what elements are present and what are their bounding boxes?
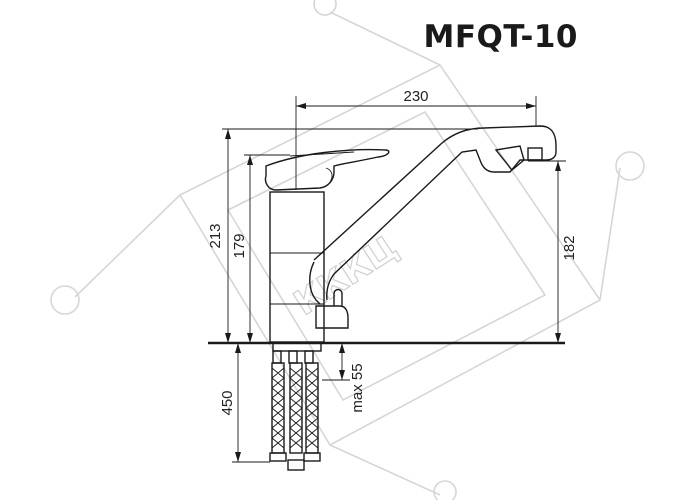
- supply-hoses: [269, 342, 322, 471]
- dimension-total-height: 213: [207, 128, 478, 343]
- faucet-cylinder: [269, 191, 325, 343]
- hose-fitting-right: [303, 452, 321, 462]
- hose-fitting-left: [269, 452, 287, 462]
- filter-valve-knob: [333, 288, 343, 306]
- watermark: КККЦ: [50, 0, 645, 500]
- dimension-max-thickness-label: max 55: [349, 363, 366, 412]
- dimension-total-height-label: 213: [207, 223, 224, 248]
- lever-handle: [264, 148, 390, 191]
- dimension-spout-height-label: 182: [561, 235, 578, 260]
- dimension-body-height: 179: [231, 154, 290, 343]
- spout: [313, 125, 557, 301]
- faucet-body: [264, 125, 557, 343]
- dimension-body-height-label: 179: [231, 233, 248, 258]
- dimension-spout-height: 182: [528, 160, 578, 343]
- watermark-frame: [50, 0, 645, 500]
- hose-left: [271, 362, 285, 454]
- dimension-max-thickness: max 55: [322, 343, 366, 413]
- dimension-hose-length: 450: [219, 343, 270, 463]
- hose-fitting-middle: [287, 459, 305, 471]
- hose-middle: [289, 362, 303, 454]
- model-title: MFQT-10: [424, 19, 578, 55]
- spout-filter-outlet: [527, 147, 543, 161]
- dimension-reach-label: 230: [403, 88, 428, 105]
- dimension-reach: 230: [295, 88, 537, 190]
- filter-valve: [315, 305, 349, 329]
- spout-outlet: [494, 145, 525, 171]
- dimension-hose-length-label: 450: [219, 390, 236, 415]
